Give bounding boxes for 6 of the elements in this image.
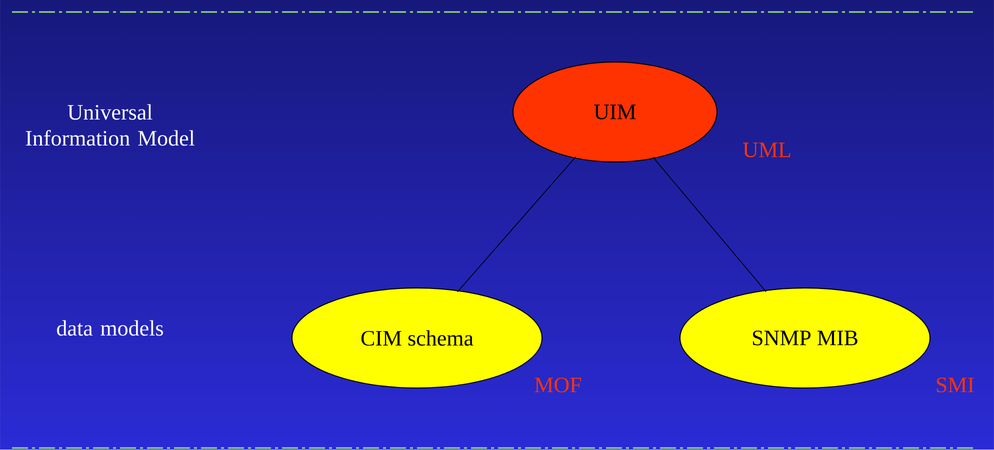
level-label: data models — [57, 320, 163, 336]
notation-label: SMI — [936, 378, 974, 392]
connector-line — [652, 156, 766, 292]
notation-label: UML — [743, 142, 790, 158]
level-label: Universal Information Model — [26, 104, 194, 146]
connector-line — [457, 156, 576, 292]
